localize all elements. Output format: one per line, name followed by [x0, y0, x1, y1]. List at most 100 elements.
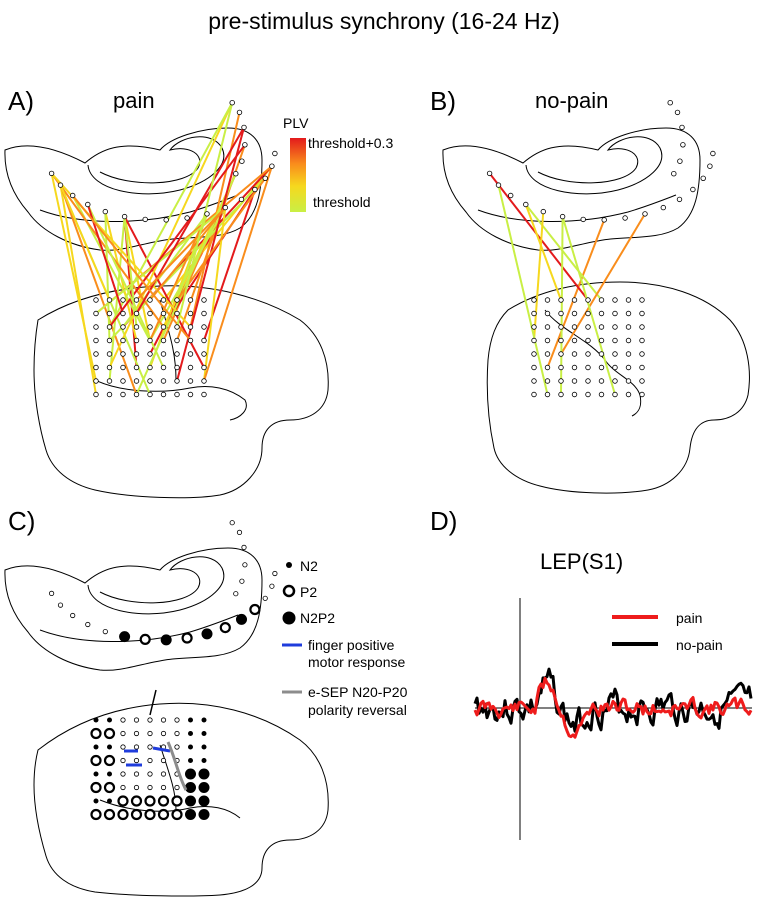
electrode	[558, 351, 564, 357]
electrode	[558, 324, 564, 330]
panel-d-plot	[473, 598, 753, 840]
electrode	[671, 170, 677, 177]
electrode	[121, 213, 128, 220]
electrode	[625, 378, 632, 384]
electrode	[625, 297, 632, 303]
electrode	[639, 310, 645, 317]
plv-link	[59, 184, 138, 395]
panel-a-central-sulcus	[94, 379, 247, 421]
electrode	[184, 215, 190, 221]
sep-reversal-line	[166, 741, 188, 791]
electrode	[147, 730, 153, 737]
plv-link	[149, 207, 227, 341]
electrode-n2p2	[185, 768, 196, 780]
electrode	[147, 364, 153, 371]
electrode	[147, 297, 153, 303]
electrode	[612, 337, 618, 344]
panel-c-sulcus-marker	[149, 689, 157, 716]
electrode	[642, 211, 648, 217]
legend-pain-label: pain	[676, 610, 703, 626]
electrode	[69, 192, 76, 199]
electrode	[639, 364, 645, 371]
electrode	[147, 378, 153, 384]
electrode	[160, 391, 167, 398]
plv-colorbar-label: PLV	[283, 115, 309, 131]
electrode-p2	[90, 754, 102, 767]
legend-n2p2-label: N2P2	[300, 610, 336, 626]
electrode	[201, 391, 207, 398]
electrode-n2	[188, 731, 193, 736]
electrode	[133, 324, 140, 330]
electrode-n2	[107, 771, 112, 777]
electrode-n2	[188, 758, 193, 763]
panel-a-title: pain	[113, 88, 155, 113]
electrode	[147, 757, 153, 764]
electrode	[531, 310, 537, 317]
electrode-n2p2	[185, 782, 196, 793]
electrode-p2	[219, 621, 231, 634]
electrode-p2	[117, 795, 129, 807]
plv-link	[149, 206, 227, 301]
electrode	[269, 163, 275, 169]
electrode	[187, 324, 194, 330]
electrode	[187, 364, 194, 371]
electrode-p2	[103, 808, 116, 821]
electrode	[585, 391, 591, 398]
panel-a-sulcus-curve	[87, 136, 225, 195]
electrode	[239, 578, 245, 584]
electrode	[106, 364, 113, 371]
electrode	[57, 182, 64, 188]
electrode	[707, 163, 713, 169]
electrode	[262, 595, 268, 601]
electrode-p2	[157, 795, 170, 807]
electrode	[160, 364, 167, 371]
electrode	[544, 378, 551, 384]
electrode	[133, 757, 140, 764]
electrode	[540, 208, 546, 215]
electrode	[174, 378, 180, 384]
electrode	[612, 364, 618, 371]
legend-n2-label: N2	[300, 558, 318, 574]
electrode	[48, 170, 55, 177]
electrode	[585, 337, 591, 344]
electrode	[242, 562, 248, 568]
electrode-p2	[144, 808, 156, 821]
electrode	[201, 364, 207, 371]
pain-trace	[473, 676, 753, 739]
electrode-n2	[93, 771, 99, 777]
electrode-p2	[144, 795, 156, 807]
electrode	[174, 744, 180, 750]
electrode	[598, 324, 605, 330]
electrode	[495, 182, 502, 188]
electrode-p2	[117, 808, 129, 821]
electrode-n2p2	[185, 795, 196, 807]
electrode	[160, 757, 167, 764]
electrode	[585, 310, 591, 317]
electrode	[531, 337, 537, 344]
electrode	[120, 351, 126, 357]
electrode	[585, 364, 591, 371]
plv-colorbar	[290, 138, 306, 212]
electrode	[558, 378, 564, 384]
electrode-n2	[201, 744, 207, 750]
electrode	[585, 378, 591, 384]
electrode-p2	[249, 603, 261, 616]
panel-c-central-sulcus	[99, 799, 241, 819]
electrode	[531, 391, 537, 398]
electrode	[544, 364, 551, 371]
electrode	[585, 324, 591, 330]
electrode	[174, 297, 180, 303]
electrode	[48, 590, 55, 597]
electrode	[133, 717, 140, 723]
electrode	[102, 208, 108, 215]
electrode	[233, 591, 239, 597]
electrode	[133, 730, 140, 737]
electrode	[236, 109, 243, 116]
electrode	[133, 310, 140, 317]
electrode	[531, 324, 537, 330]
plv-link	[50, 173, 97, 382]
electrode	[147, 744, 153, 750]
panel-b-title: no-pain	[535, 88, 609, 113]
electrode	[174, 337, 180, 344]
electrode	[598, 351, 605, 357]
